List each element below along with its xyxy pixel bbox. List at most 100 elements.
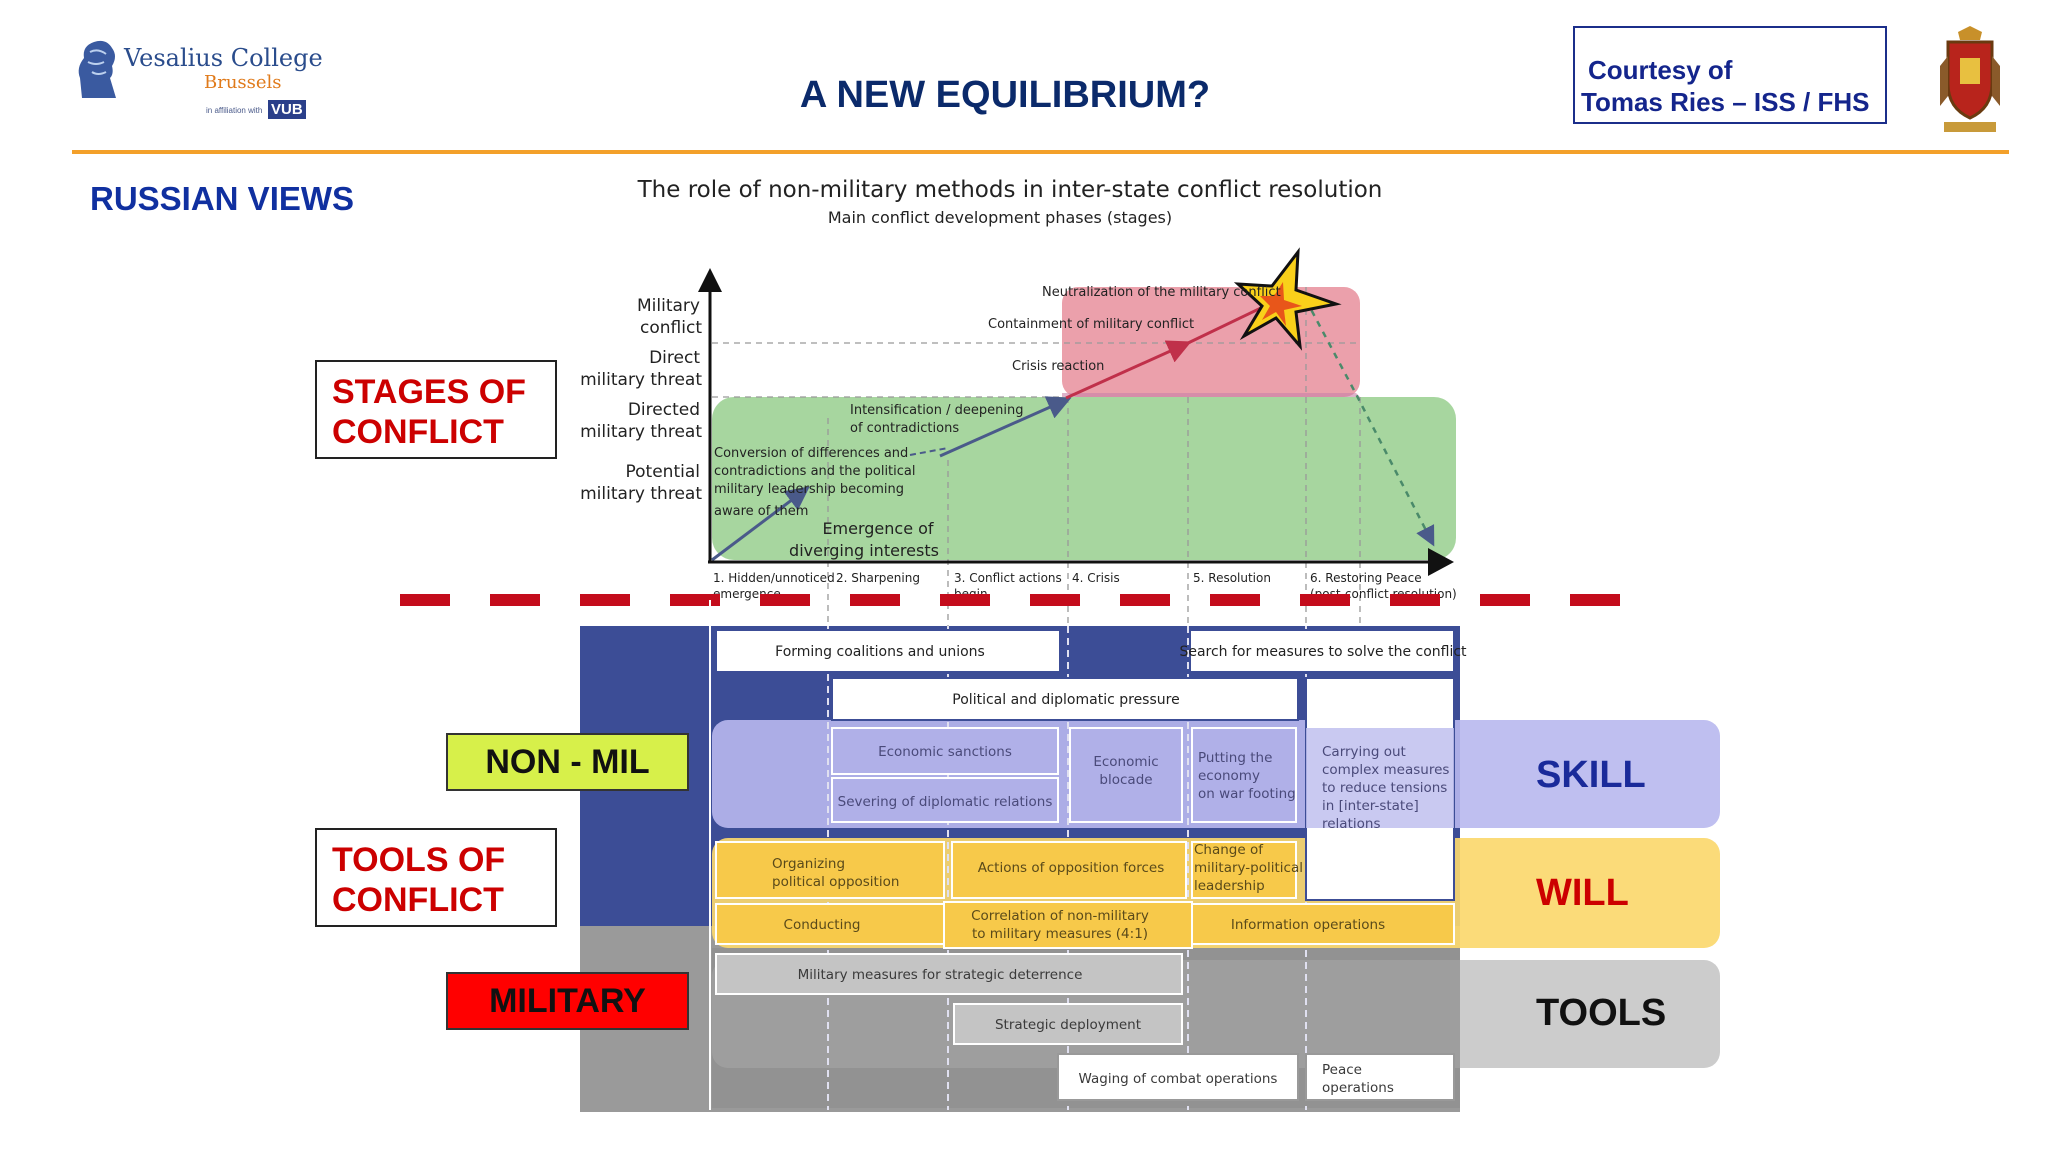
carrying-tint (1306, 728, 1454, 828)
y-level-3-line-2: military threat (580, 422, 702, 442)
text-peace-1: Peace (1322, 1062, 1362, 1078)
college-name: Vesalius College (124, 44, 323, 72)
explosion-star-icon (1233, 247, 1342, 351)
text-information: Information operations (1231, 917, 1385, 933)
text-conducting: Conducting (784, 917, 861, 933)
text-change-2: military-political (1194, 860, 1303, 876)
college-city: Brussels (204, 72, 282, 93)
conversion-pointer (909, 447, 949, 456)
text-carry-2: complex measures (1322, 762, 1449, 778)
courtesy-box: Courtesy of Tomas Ries – ISS / FHS (1573, 26, 1887, 124)
box-combat (1057, 1053, 1299, 1101)
text-carry-4: in [inter-state] (1322, 798, 1419, 814)
tools-of-conflict-box: TOOLS OF CONFLICT (315, 828, 557, 927)
text-combat: Waging of combat operations (1079, 1071, 1278, 1087)
y-level-4-line-1: Potential (626, 462, 700, 482)
box-pressure (831, 677, 1299, 721)
text-carry-5: relations (1322, 816, 1380, 832)
tools-line-1: TOOLS OF (332, 841, 506, 879)
box-correlation (943, 901, 1193, 949)
text-coalitions: Forming coalitions and unions (775, 644, 985, 660)
box-coalitions (715, 629, 1061, 673)
curve-seg-2 (939, 396, 1072, 458)
text-blocade-1: Economic (1093, 754, 1158, 770)
label-neutralization: Neutralization of the military conflict (1042, 285, 1281, 300)
text-blocade-2: blocade (1099, 772, 1152, 788)
y-level-1-line-1: Military (637, 296, 700, 316)
y-level-2-line-2: military threat (580, 370, 702, 390)
box-sanctions (831, 727, 1059, 775)
text-pressure: Political and diplomatic pressure (952, 692, 1179, 708)
y-level-4-line-2: military threat (580, 484, 702, 504)
text-deterrence: Military measures for strategic deterren… (798, 967, 1083, 983)
tools-line-2: CONFLICT (332, 881, 504, 919)
phase-1-line-1: 1. Hidden/unnoticed (713, 571, 835, 585)
box-deterrence (715, 953, 1183, 995)
text-war-3: on war footing (1198, 786, 1296, 802)
phase-5-line-1: 5. Resolution (1193, 571, 1271, 585)
curve-descent (1304, 299, 1435, 547)
non-mil-tag: NON - MIL (446, 733, 689, 791)
text-actions: Actions of opposition forces (978, 860, 1165, 876)
box-severing (831, 777, 1059, 823)
courtesy-line-2: Tomas Ries – ISS / FHS (1581, 87, 1870, 117)
label-emergence-2: diverging interests (789, 541, 939, 560)
stages-line-1: STAGES OF (332, 373, 526, 411)
text-change-1: Change of (1194, 842, 1264, 858)
text-opposition-2: political opposition (772, 874, 899, 890)
label-emergence-1: Emergence of (822, 519, 933, 538)
tools-label: TOOLS (1536, 992, 1667, 1034)
box-deployment (953, 1003, 1183, 1045)
label-conversion-4: aware of them (714, 504, 808, 519)
box-peace (1305, 1053, 1455, 1101)
text-change-3: leadership (1194, 878, 1265, 894)
section-label: RUSSIAN VIEWS (90, 180, 355, 217)
box-actions (951, 841, 1187, 899)
label-conversion-2: contradictions and the political (714, 464, 916, 479)
box-war-footing (1191, 727, 1297, 823)
stages-of-conflict-box: STAGES OF CONFLICT (315, 360, 557, 459)
vub-logo: VUB (268, 100, 306, 119)
text-war-2: economy (1198, 768, 1260, 784)
phase-3-line-1: 3. Conflict actions (954, 571, 1062, 585)
box-change (1191, 841, 1297, 899)
courtesy-line-1: Courtesy of (1588, 55, 1733, 85)
crest-icon (1940, 26, 2000, 132)
diagram-subtitle: Main conflict development phases (stages… (828, 208, 1172, 227)
phase-6-line-1: 6. Restoring Peace (1310, 571, 1422, 585)
text-correlation-2: to military measures (4:1) (972, 926, 1148, 942)
box-blocade (1069, 727, 1183, 823)
x-axis-arrow-icon (1428, 548, 1454, 576)
box-search (1189, 629, 1455, 673)
text-carry-1: Carrying out (1322, 744, 1406, 760)
text-severing: Severing of diplomatic relations (838, 794, 1053, 810)
text-peace-2: operations (1322, 1080, 1394, 1096)
green-zone (712, 397, 1456, 560)
label-conversion-3: military leadership becoming (714, 482, 904, 497)
box-information (1191, 903, 1455, 945)
curve-seg-3 (1065, 340, 1192, 400)
label-conversion-1: Conversion of differences and (714, 446, 908, 461)
text-sanctions: Economic sanctions (878, 744, 1012, 760)
stages-line-2: CONFLICT (332, 413, 504, 451)
text-correlation-1: Correlation of non-military (971, 908, 1149, 924)
text-carry-3: to reduce tensions (1322, 780, 1447, 796)
label-intensification-2: of contradictions (850, 421, 959, 436)
box-opposition (715, 841, 945, 899)
text-opposition-1: Organizing (772, 856, 845, 872)
skill-label: SKILL (1536, 754, 1646, 796)
affiliation-text: in affiliation with (206, 106, 263, 115)
military-tag: MILITARY (446, 972, 689, 1030)
text-war-1: Putting the (1198, 750, 1272, 766)
text-search: Search for measures to solve the conflic… (1179, 644, 1467, 660)
y-level-1-line-2: conflict (640, 318, 702, 338)
label-intensification-1: Intensification / deepening (850, 403, 1023, 418)
slide-title: A NEW EQUILIBRIUM? (799, 74, 1211, 116)
label-crisis-reaction: Crisis reaction (1012, 359, 1104, 374)
vesalius-bust-icon (78, 40, 116, 98)
college-logo: Vesalius College Brussels in affiliation… (72, 38, 323, 128)
zone-overlap (1062, 393, 1360, 397)
will-label: WILL (1536, 872, 1629, 914)
box-conducting (715, 903, 945, 945)
y-level-3-line-1: Directed (628, 400, 700, 420)
